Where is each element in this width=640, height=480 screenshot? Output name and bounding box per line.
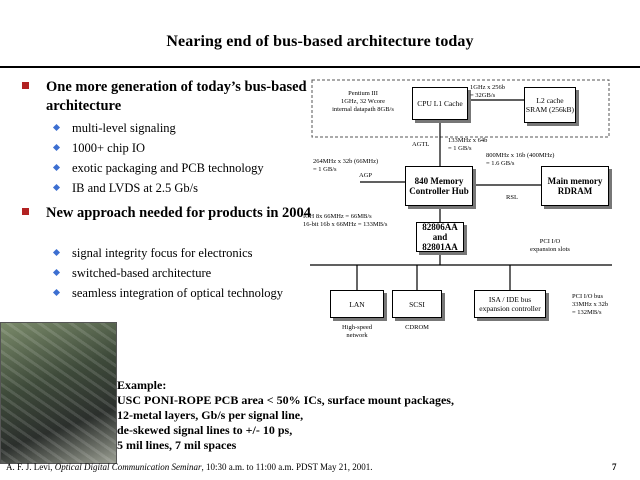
- footer-author: A. F. J. Levi,: [6, 462, 55, 472]
- footer-details: , 10:30 a.m. to 11:00 a.m. PDST May 21, …: [201, 462, 373, 472]
- footer: A. F. J. Levi, Optical Digital Communica…: [6, 462, 373, 472]
- title-rule: [0, 66, 640, 68]
- cpu-l2-rate: 1GHz x 256b = 32GB/s: [470, 84, 506, 99]
- example-line: de-skewed signal lines to +/- 10 ps,: [117, 423, 293, 437]
- scsi-sublabel: CDROM: [405, 324, 429, 331]
- scsi-box: SCSI: [392, 290, 442, 318]
- cpu-module-dashed-border: [311, 79, 610, 138]
- agp-label: AGP: [359, 172, 373, 179]
- example-heading: Example:: [117, 378, 167, 392]
- bullet-main-text: New approach needed for products in 2004: [46, 205, 312, 221]
- pci-slots-label: PCI I/O expansion slots: [530, 238, 570, 253]
- example-line: 12-metal layers, Gb/s per signal line,: [117, 408, 304, 422]
- isa-ide-box: ISA / IDE bus expansion controller: [474, 290, 546, 318]
- pentium-label: Pentium III 1GHz, 32 Wcore internal data…: [332, 90, 394, 113]
- example-line: USC PONI-ROPE PCB area < 50% ICs, surfac…: [117, 393, 454, 407]
- pcb-photo: [0, 322, 117, 464]
- example-line: 5 mil lines, 7 mil spaces: [117, 438, 237, 452]
- memory-controller-hub-box: 840 Memory Controller Hub: [405, 166, 473, 206]
- bullet-main-text: One more generation of today’s bus-based…: [46, 79, 307, 114]
- pci-bus-rate: PCI I/O bus 33MHz x 32b = 132MB/s: [572, 293, 609, 316]
- example-block: Example: USC PONI-ROPE PCB area < 50% IC…: [117, 378, 454, 453]
- l2-cache-box: L2 cache SRAM (256kB): [524, 87, 576, 123]
- ich-rate: ICH 8x 66MHz = 66MB/s 16-bit 16b x 66MHz…: [303, 213, 388, 228]
- rsl-label: RSL: [506, 194, 518, 201]
- page-number: 7: [612, 462, 617, 472]
- ich-chipset-box: 82806AA and 82801AA: [416, 222, 464, 252]
- lan-sublabel: High-speed network: [342, 324, 372, 339]
- agtl-rate: 133MHz x 64b = 1 GB/s: [448, 137, 488, 152]
- lan-box: LAN: [330, 290, 384, 318]
- agtl-label: AGTL: [412, 141, 430, 148]
- cpu-box: CPU L1 Cache: [412, 87, 468, 120]
- slide-title: Nearing end of bus-based architecture to…: [166, 33, 474, 50]
- agp-rate: 264MHz x 32b (66MHz) = 1 GB/s: [313, 158, 379, 173]
- footer-seminar: Optical Digital Communication Seminar: [54, 462, 202, 472]
- bullet-square-icon: [22, 208, 29, 215]
- main-memory-rdram-box: Main memory RDRAM: [541, 166, 609, 206]
- bullet-square-icon: [22, 82, 29, 89]
- rdram-rate: 800MHz x 16b (400MHz) = 1.6 GB/s: [486, 152, 555, 167]
